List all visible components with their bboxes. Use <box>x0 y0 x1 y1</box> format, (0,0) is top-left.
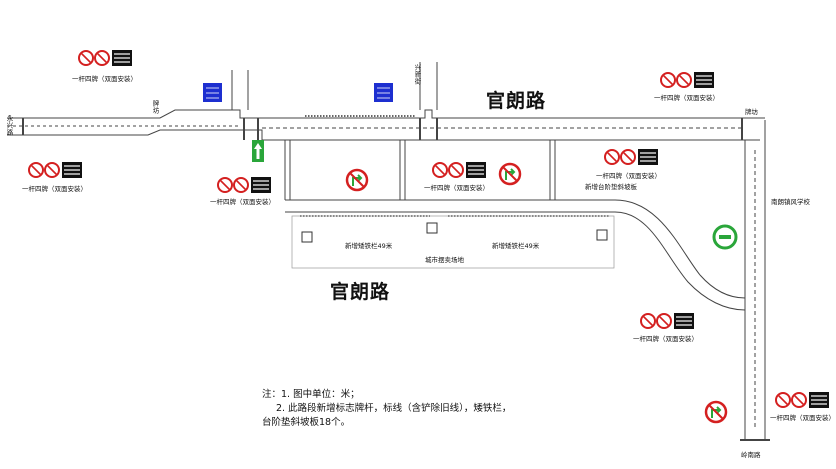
road-name-west: 永兴路 <box>5 115 13 136</box>
drawing-notes: 注：1. 图中单位：米； 2. 此路段新增标志牌杆，标线（含铲除旧线），矮铁栏，… <box>262 388 511 430</box>
no-turn-sign <box>345 168 369 192</box>
prohibition-slash <box>793 394 805 406</box>
sign-pole-group <box>432 162 486 178</box>
kiosk-box <box>426 222 438 234</box>
road-name-guanlang-south: 官朗路 <box>330 281 391 303</box>
east-road <box>735 117 770 441</box>
prohibition-slash <box>777 394 789 406</box>
rail-label: 新增矮铁栏49米 <box>492 242 540 250</box>
note-line-1: 注：1. 图中单位：米； <box>262 389 360 400</box>
sign-pole-group <box>28 162 82 178</box>
road-name-guanlang-north: 官朗路 <box>486 90 547 112</box>
prohibition-slash <box>30 164 42 176</box>
market-area <box>291 215 615 269</box>
prohibition-slash <box>622 151 634 163</box>
prohibition-slash <box>235 179 247 191</box>
paifang-label: 牌坊 <box>745 108 758 116</box>
sign-pole-group <box>78 50 132 66</box>
pole-caption-left: 一杆四牌（双面安装） <box>22 185 87 193</box>
prohibition-slash <box>219 179 231 191</box>
road-name-south: 岭南路 <box>741 451 761 459</box>
prohibition-slash <box>46 164 58 176</box>
prohibition-slash <box>450 164 462 176</box>
pole-caption-right-mid: 一杆四牌（双面安装） <box>596 172 661 180</box>
green-arrow-sign <box>252 140 264 162</box>
north-side-streets <box>231 62 438 110</box>
sign-pole-group <box>775 392 829 408</box>
kiosk-box <box>301 231 313 243</box>
prohibition-slash <box>434 164 446 176</box>
blue-info-sign <box>203 83 222 102</box>
pole-caption-r1: 一杆四牌（双面安装） <box>633 335 698 343</box>
sign-pole-group <box>640 313 694 329</box>
market-label: 城市摆卖场地 <box>425 256 464 264</box>
pole-caption-tl: 一杆四牌（双面安装） <box>72 75 137 83</box>
prohibition-slash <box>662 74 674 86</box>
parking-loop <box>284 140 746 311</box>
sign-pole-group <box>660 72 714 88</box>
ramp-note: 新增台阶垫斜坡板 <box>585 183 637 191</box>
school-label: 南朗镇风学校 <box>771 198 810 206</box>
prohibition-slash <box>658 315 670 327</box>
green-round-sign <box>712 224 738 250</box>
no-turn-sign <box>704 400 728 424</box>
pole-caption-tr: 一杆四牌（双面安装） <box>654 94 719 102</box>
no-turn-sign <box>498 162 522 186</box>
sign-pole-group <box>217 177 271 193</box>
prohibition-slash <box>642 315 654 327</box>
rail-label: 新增矮铁栏49米 <box>345 242 393 250</box>
note-line-2: 2. 此路段新增标志牌杆，标线（含铲除旧线），矮铁栏， <box>276 403 512 414</box>
road-name-bingxin: 兴新街 <box>413 64 421 85</box>
prohibition-slash <box>96 52 108 64</box>
pole-caption-north-mid: 一杆四牌（双面安装） <box>424 184 489 192</box>
prohibition-slash <box>678 74 690 86</box>
prohibition-slash <box>606 151 618 163</box>
sign-pole-group <box>604 149 658 165</box>
note-line-3: 台阶垫斜坡板18个。 <box>262 417 351 428</box>
pole-caption: 一杆四牌（双面安装） <box>210 198 275 206</box>
main-road <box>7 109 760 141</box>
blue-info-sign <box>374 83 393 102</box>
pole-caption-r2: 一杆四牌（双面安装） <box>770 414 835 422</box>
paifang-label: 牌坊 <box>151 100 159 114</box>
kiosk-box <box>596 229 608 241</box>
prohibition-slash <box>80 52 92 64</box>
